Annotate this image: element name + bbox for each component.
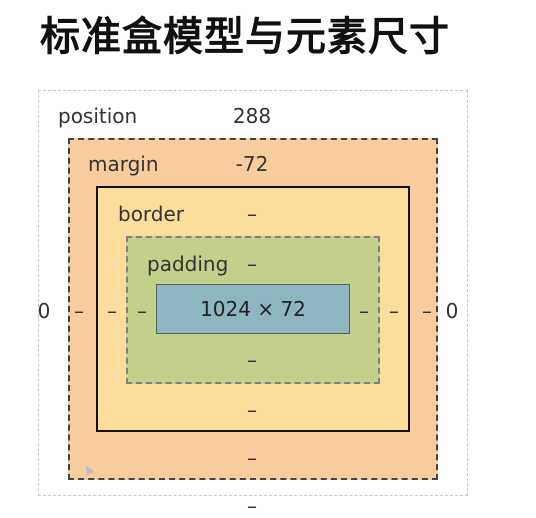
margin-left-value: – <box>74 299 84 323</box>
position-bottom-value: – <box>247 494 257 518</box>
padding-left-value: – <box>137 299 147 323</box>
border-right-value: – <box>389 299 399 323</box>
margin-right-value: – <box>422 299 432 323</box>
margin-label: margin <box>88 152 159 176</box>
padding-right-value: – <box>359 299 369 323</box>
margin-top-value: -72 <box>235 152 269 176</box>
position-left-value: 0 <box>37 299 51 323</box>
page-title: 标准盒模型与元素尺寸 <box>40 14 450 60</box>
content-size: 1024 × 72 <box>200 297 306 321</box>
border-left-value: – <box>107 299 117 323</box>
content-box: 1024 × 72 <box>156 284 350 334</box>
padding-top-value: – <box>247 252 257 276</box>
position-top-value: 288 <box>232 104 272 128</box>
border-bottom-value: – <box>247 398 257 422</box>
margin-bottom-value: – <box>247 446 257 470</box>
position-label: position <box>58 104 138 128</box>
padding-label: padding <box>147 252 229 276</box>
padding-bottom-value: – <box>247 348 257 372</box>
border-label: border <box>118 202 185 226</box>
border-top-value: – <box>247 202 257 226</box>
position-right-value: 0 <box>445 299 459 323</box>
